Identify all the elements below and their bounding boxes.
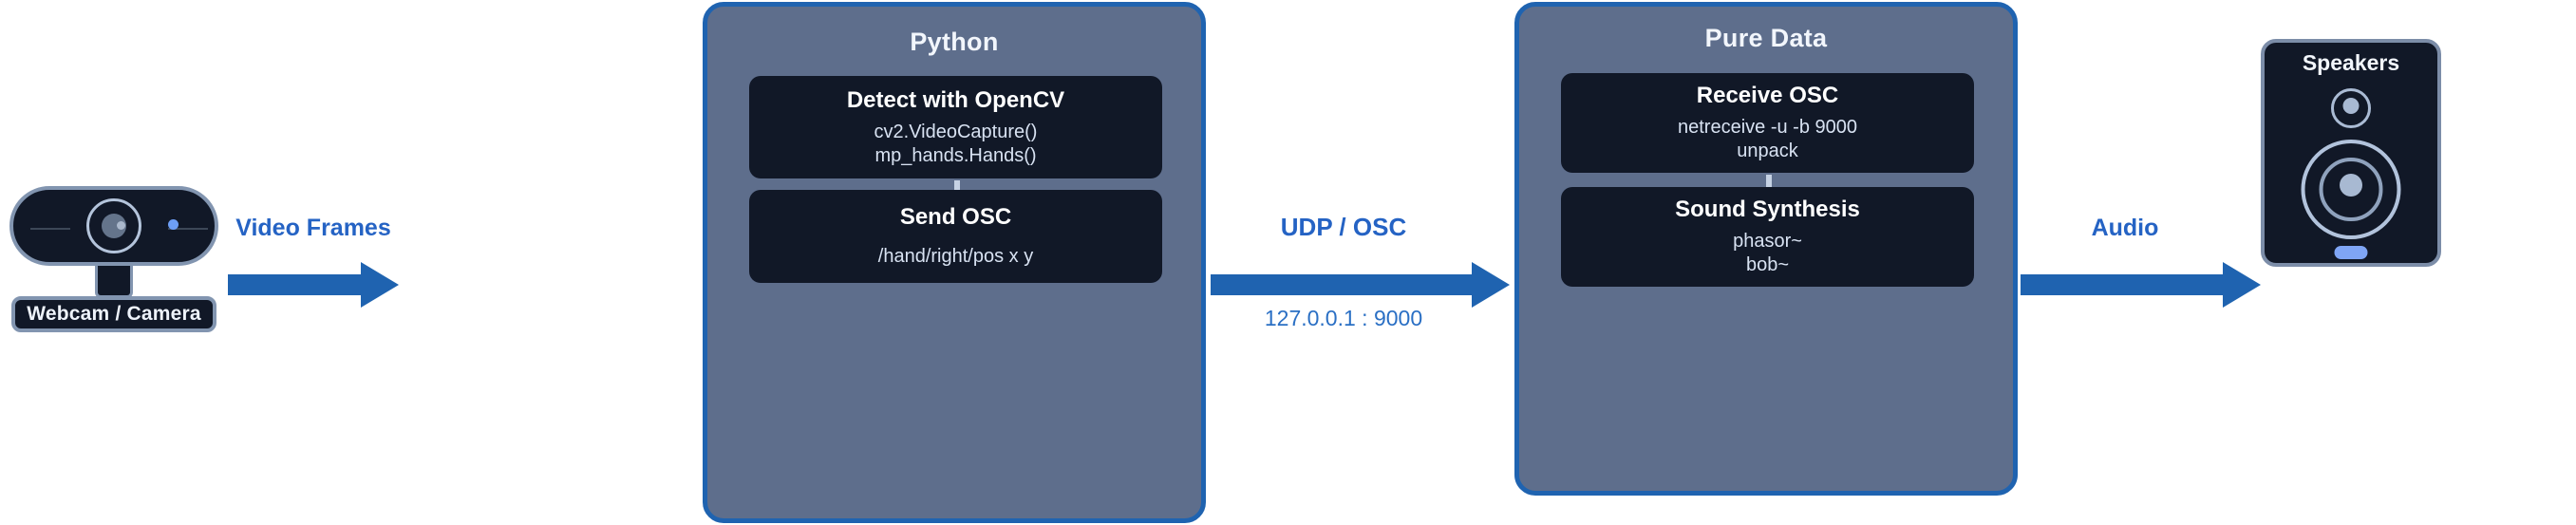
lens-glint <box>116 221 125 231</box>
card-receive-osc[interactable]: Receive OSC netreceive -u -b 9000 unpack <box>1561 73 1974 173</box>
card-title: Receive OSC <box>1696 83 1839 108</box>
panel-title-pure-data: Pure Data <box>1704 24 1828 52</box>
webcam-body <box>9 186 218 266</box>
speaker-woofer-cone <box>2319 158 2383 221</box>
arrow-shaft <box>2021 274 2223 295</box>
speaker-woofer-dustcap <box>2340 174 2362 197</box>
arrow-label-audio: Audio <box>2091 215 2159 241</box>
card-detect-with-opencv[interactable]: Detect with OpenCV cv2.VideoCapture() mp… <box>749 76 1162 178</box>
card-line: unpack <box>1737 141 1798 161</box>
arrow-label-video-frames: Video Frames <box>235 215 391 241</box>
card-line: bob~ <box>1745 254 1790 275</box>
arrow-head <box>2223 262 2261 308</box>
arrow-sublabel-udp-osc: 127.0.0.1 : 9000 <box>1264 306 1423 330</box>
card-title: Detect with OpenCV <box>846 86 1065 113</box>
arrow-udp-osc <box>1211 262 1514 308</box>
panel-pure-data: Pure Data Receive OSC netreceive -u -b 9… <box>1514 2 2018 496</box>
card-send-osc[interactable]: Send OSC /hand/right/pos x y <box>749 190 1162 283</box>
card-title: Send OSC <box>899 204 1012 230</box>
webcam-mic-slit-left <box>30 228 70 230</box>
webcam-label: Webcam / Camera <box>11 296 216 332</box>
card-line: cv2.VideoCapture() <box>874 121 1038 142</box>
panel-title-python: Python <box>910 28 999 56</box>
camera-lens-icon <box>102 214 126 238</box>
card-line: mp_hands.Hands() <box>874 144 1037 166</box>
arrow-shaft <box>1211 274 1472 295</box>
arrow-video-frames <box>228 262 399 308</box>
camera-lens-ring-icon <box>86 198 141 253</box>
webcam-stand <box>95 266 133 298</box>
speaker-woofer-icon <box>2301 140 2401 239</box>
card-title: Sound Synthesis <box>1675 197 1860 222</box>
panel-python: Python Detect with OpenCV cv2.VideoCaptu… <box>703 2 1206 523</box>
speaker-device: Speakers <box>2261 39 2441 267</box>
card-sound-synthesis[interactable]: Sound Synthesis phasor~ bob~ <box>1561 187 1974 287</box>
speaker-tweeter-dome <box>2342 98 2360 114</box>
card-line: /hand/right/pos x y <box>877 246 1034 267</box>
card-line: phasor~ <box>1733 231 1802 252</box>
webcam-device: Webcam / Camera <box>0 186 380 480</box>
arrow-label-udp-osc: UDP / OSC <box>1280 213 1407 241</box>
card-line: netreceive -u -b 9000 <box>1677 117 1857 138</box>
webcam-mic-slit-right <box>168 228 208 230</box>
status-led-icon <box>168 219 179 230</box>
speaker-tweeter-icon <box>2331 88 2371 128</box>
speaker-label: Speakers <box>2302 50 2400 75</box>
arrow-audio <box>2021 262 2263 308</box>
arrow-shaft <box>228 274 361 295</box>
power-led-icon <box>2334 246 2368 259</box>
arrow-head <box>361 262 399 308</box>
arrow-head <box>1472 262 1510 308</box>
